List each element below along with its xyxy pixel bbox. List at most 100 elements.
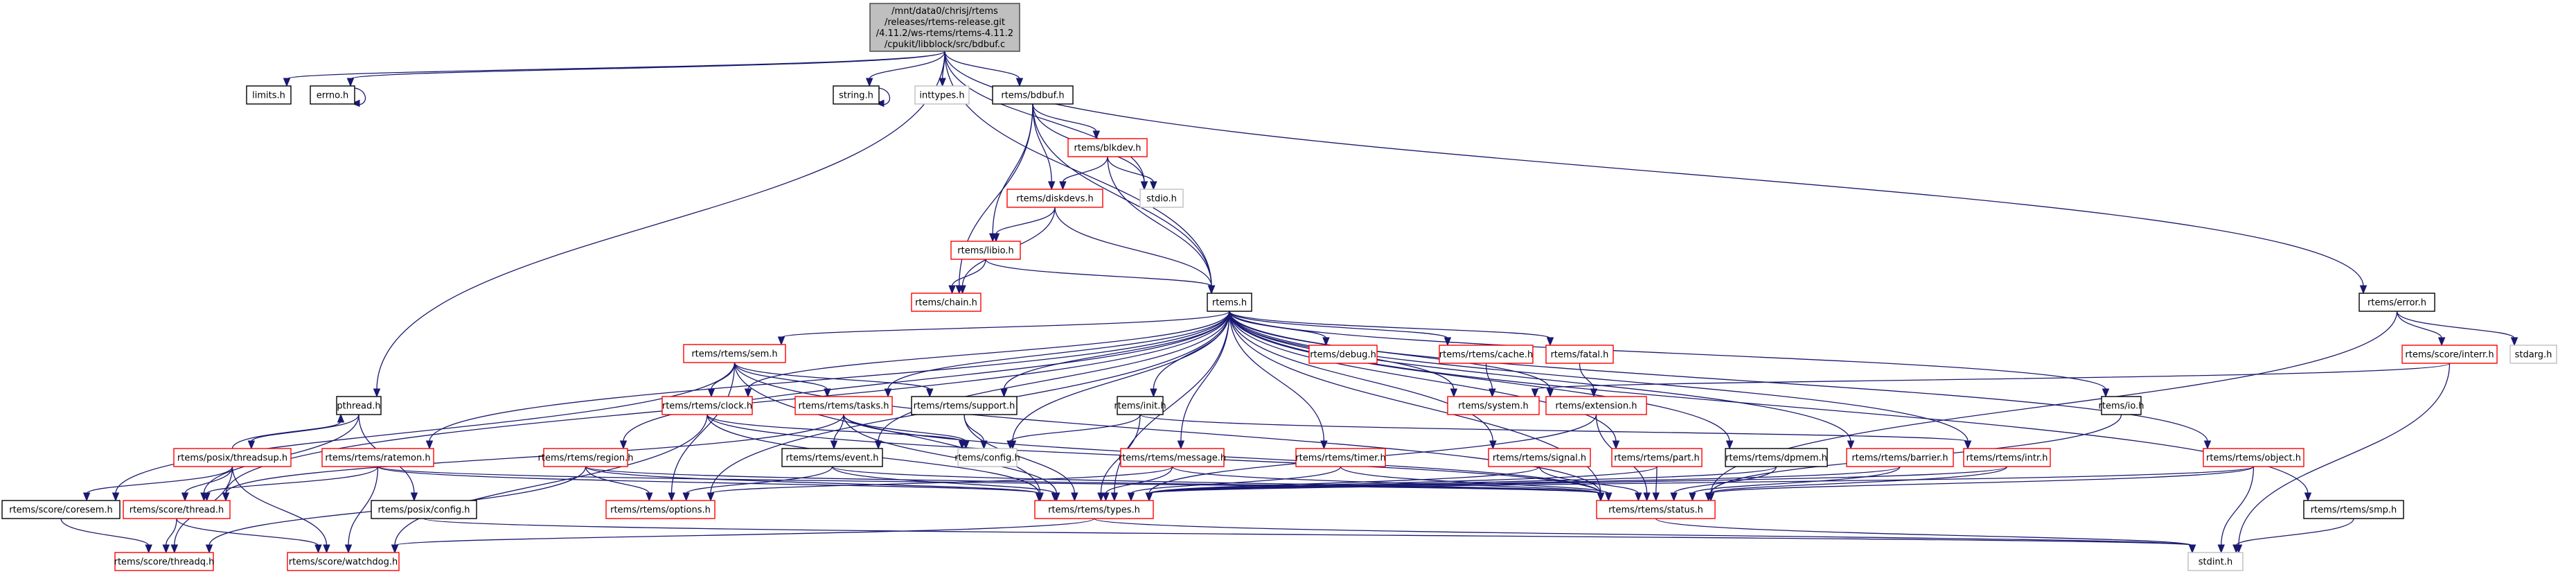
node-label: /4.11.2/ws-rtems/rtems-4.11.2 [876,28,1013,39]
node-barrier[interactable]: rtems/rtems/barrier.h [1846,448,1954,467]
node-system[interactable]: rtems/system.h [1447,396,1540,415]
node-box [911,293,981,312]
node-stdio[interactable]: stdio.h [1139,189,1184,208]
node-thread[interactable]: rtems/score/thread.h [123,500,231,519]
node-box [2359,293,2435,312]
edge-types-to-watchdog [391,518,1095,554]
node-box [114,552,214,571]
node-io[interactable]: rtems/io.h [2099,396,2144,415]
edge-rtemsh-to-intr [1229,311,1972,450]
node-limits[interactable]: limits.h [246,85,292,105]
node-config[interactable]: rtems/config.h [954,448,1020,467]
node-box [869,3,1020,52]
edge-rtemsh-to-cache [1229,311,1452,347]
node-init[interactable]: rtems/init.h [1114,396,1166,415]
node-label: rtems/bdbuf.h [1001,91,1064,101]
node-types[interactable]: rtems/rtems/types.h [1034,500,1154,519]
node-label: rtems/score/coresem.h [9,505,113,516]
node-posixconfig[interactable]: rtems/posix/config.h [371,500,477,519]
node-region[interactable]: rtems/rtems/region.h [538,448,634,467]
node-extension[interactable]: rtems/extension.h [1545,396,1647,415]
node-cache[interactable]: rtems/rtems/cache.h [1439,345,1534,364]
node-box [911,396,1018,415]
edge-rtemsh-to-support [1000,311,1230,398]
node-label: rtems/libio.h [957,246,1013,256]
edge-rtemsh-to-clock [744,311,1230,398]
edge-rtemsh-to-tasks [884,311,1230,398]
node-signal[interactable]: rtems/rtems/signal.h [1488,448,1591,467]
node-watchdog[interactable]: rtems/score/watchdog.h [287,552,400,571]
node-chain[interactable]: rtems/chain.h [911,293,981,312]
node-box [1067,138,1148,157]
node-threadsup[interactable]: rtems/posix/threadsup.h [173,448,292,467]
node-blkdev[interactable]: rtems/blkdev.h [1067,138,1148,157]
node-box [794,396,893,415]
node-label: rtems/posix/config.h [377,505,470,516]
node-label: rtems/chain.h [915,298,977,308]
node-message[interactable]: rtems/rtems/message.h [1119,448,1226,467]
node-label: stdio.h [1146,194,1177,205]
edge-message-to-types [1102,466,1173,502]
node-stdarg[interactable]: stdarg.h [2510,345,2557,364]
node-label: rtems.h [1212,298,1247,308]
node-fatal[interactable]: rtems/fatal.h [1545,345,1614,364]
node-box [661,396,753,415]
nodes-layer: /mnt/data0/chrisj/rtems/releases/rtems-r… [1,3,2557,571]
node-clock[interactable]: rtems/rtems/clock.h [661,396,753,415]
node-label: rtems/extension.h [1555,401,1637,412]
edge-bdbuf-to-blkdev [1032,103,1101,140]
node-error[interactable]: rtems/error.h [2359,293,2435,312]
node-status[interactable]: rtems/rtems/status.h [1596,500,1716,519]
node-event[interactable]: rtems/rtems/event.h [781,448,883,467]
node-intr[interactable]: rtems/rtems/intr.h [1963,448,2051,467]
node-box [992,85,1074,105]
node-libio[interactable]: rtems/libio.h [950,241,1021,260]
node-rtemsh[interactable]: rtems.h [1207,293,1252,312]
node-diskdevs[interactable]: rtems/diskdevs.h [1006,189,1103,208]
node-stdint[interactable]: stdint.h [2187,552,2244,571]
node-threadq[interactable]: rtems/score/threadq.h [114,552,215,571]
node-box [173,448,292,467]
edge-rtemsh-to-object [1229,311,2212,450]
node-options[interactable]: rtems/rtems/options.h [605,500,716,519]
node-tasks[interactable]: rtems/rtems/tasks.h [794,396,893,415]
node-smp[interactable]: rtems/rtems/smp.h [2303,500,2404,519]
node-box [2101,396,2142,415]
node-label: rtems/blkdev.h [1074,144,1142,154]
node-timer[interactable]: rtems/rtems/timer.h [1295,448,1386,467]
edge-rtemsh-to-types [1110,311,1230,502]
node-sem[interactable]: rtems/rtems/sem.h [683,344,786,363]
edge-blkdev-to-rtemsh [1107,156,1216,295]
node-box [957,448,1018,467]
node-inttypes[interactable]: inttypes.h [914,85,970,105]
node-dpmem[interactable]: rtems/rtems/dpmem.h [1725,448,1828,467]
edge-clock-to-config [707,414,966,450]
node-bdbuf[interactable]: rtems/bdbuf.h [992,85,1074,105]
node-interr[interactable]: rtems/score/interr.h [2401,345,2498,364]
node-ratemon[interactable]: rtems/rtems/ratemon.h [321,448,434,467]
node-errno[interactable]: errno.h [310,85,355,105]
node-root[interactable]: /mnt/data0/chrisj/rtems/releases/rtems-r… [869,3,1020,52]
node-box [1139,189,1184,208]
node-part[interactable]: rtems/rtems/part.h [1611,448,1703,467]
edge-threadsup-to-coresem [82,466,233,502]
node-label: rtems/io.h [2099,401,2144,412]
node-object[interactable]: rtems/rtems/object.h [2203,448,2304,467]
node-label: rtems/config.h [954,453,1020,464]
node-box [1725,448,1828,467]
edge-root-to-error [944,51,2368,295]
node-debug[interactable]: rtems/debug.h [1308,345,1378,364]
node-string[interactable]: string.h [833,85,880,105]
node-coresem[interactable]: rtems/score/coresem.h [1,500,121,519]
edge-rtemsh-to-fatal [1229,311,1554,347]
edge-support-to-config [963,414,988,450]
node-pthread[interactable]: pthread.h [336,396,382,415]
node-support[interactable]: rtems/rtems/support.h [911,396,1018,415]
node-label: rtems/posix/threadsup.h [177,453,287,464]
node-box [1120,448,1225,467]
edge-sem-to-tasks [734,362,831,398]
edge-object-to-types [1145,466,2255,502]
node-box [336,396,382,415]
node-box [1596,500,1716,519]
edge-rtemsh-to-sem [777,311,1230,346]
